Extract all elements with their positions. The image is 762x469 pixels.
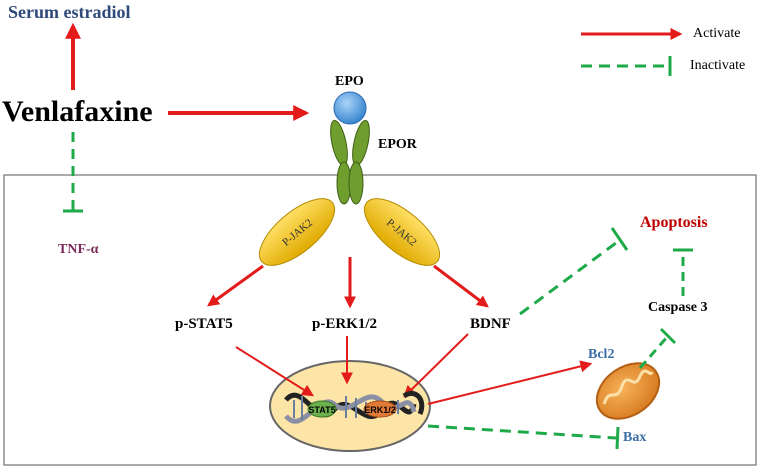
arrow-nucleus-bcl2 xyxy=(427,360,593,405)
epor-receptor xyxy=(330,119,370,205)
stat5-dna-bound xyxy=(307,400,337,418)
epo-label: EPO xyxy=(335,74,364,89)
p-jak2-left xyxy=(258,198,336,266)
mitochondrion xyxy=(595,362,661,420)
epo-ligand xyxy=(333,91,367,125)
p-stat5-label: p-STAT5 xyxy=(175,316,233,332)
dna-helix xyxy=(284,390,425,424)
bcl2-label: Bcl2 xyxy=(588,347,615,362)
arrow-jak2-stat5 xyxy=(207,264,264,307)
inhibit-bdnf-apoptosis xyxy=(519,238,621,316)
inhibit-bar-caspase3 xyxy=(659,327,677,345)
apoptosis-label: Apoptosis xyxy=(640,214,708,231)
tnf-alpha-label: TNF-α xyxy=(58,242,99,257)
legend-inactivate-label: Inactivate xyxy=(690,58,746,73)
serum-estradiol-label: Serum estradiol xyxy=(8,2,131,22)
erk-dna-bound xyxy=(363,400,397,418)
erk-dna-label: ERK1/2 xyxy=(364,405,396,415)
stat5-dna-label: STAT5 xyxy=(308,405,335,415)
inhibit-bcl2-caspase3 xyxy=(638,335,670,369)
epor-label: EPOR xyxy=(378,137,417,152)
caspase3-label: Caspase 3 xyxy=(648,300,708,315)
p-jak2-right xyxy=(363,198,441,266)
bdnf-label: BDNF xyxy=(470,316,511,332)
inhibit-nucleus-bax xyxy=(427,424,617,440)
arrow-stat5-dna xyxy=(235,346,315,397)
arrow-jak2-bdnf xyxy=(433,264,489,308)
legend-activate-label: Activate xyxy=(693,26,741,41)
inhibit-bar-bax xyxy=(615,426,620,450)
p-erk-label: p-ERK1/2 xyxy=(312,316,378,332)
venlafaxine-label: Venlafaxine xyxy=(2,95,153,128)
inhibit-bar-apoptosis-bdnf xyxy=(610,227,629,251)
arrow-bdnf-dna xyxy=(403,333,469,398)
bax-label: Bax xyxy=(623,430,647,445)
